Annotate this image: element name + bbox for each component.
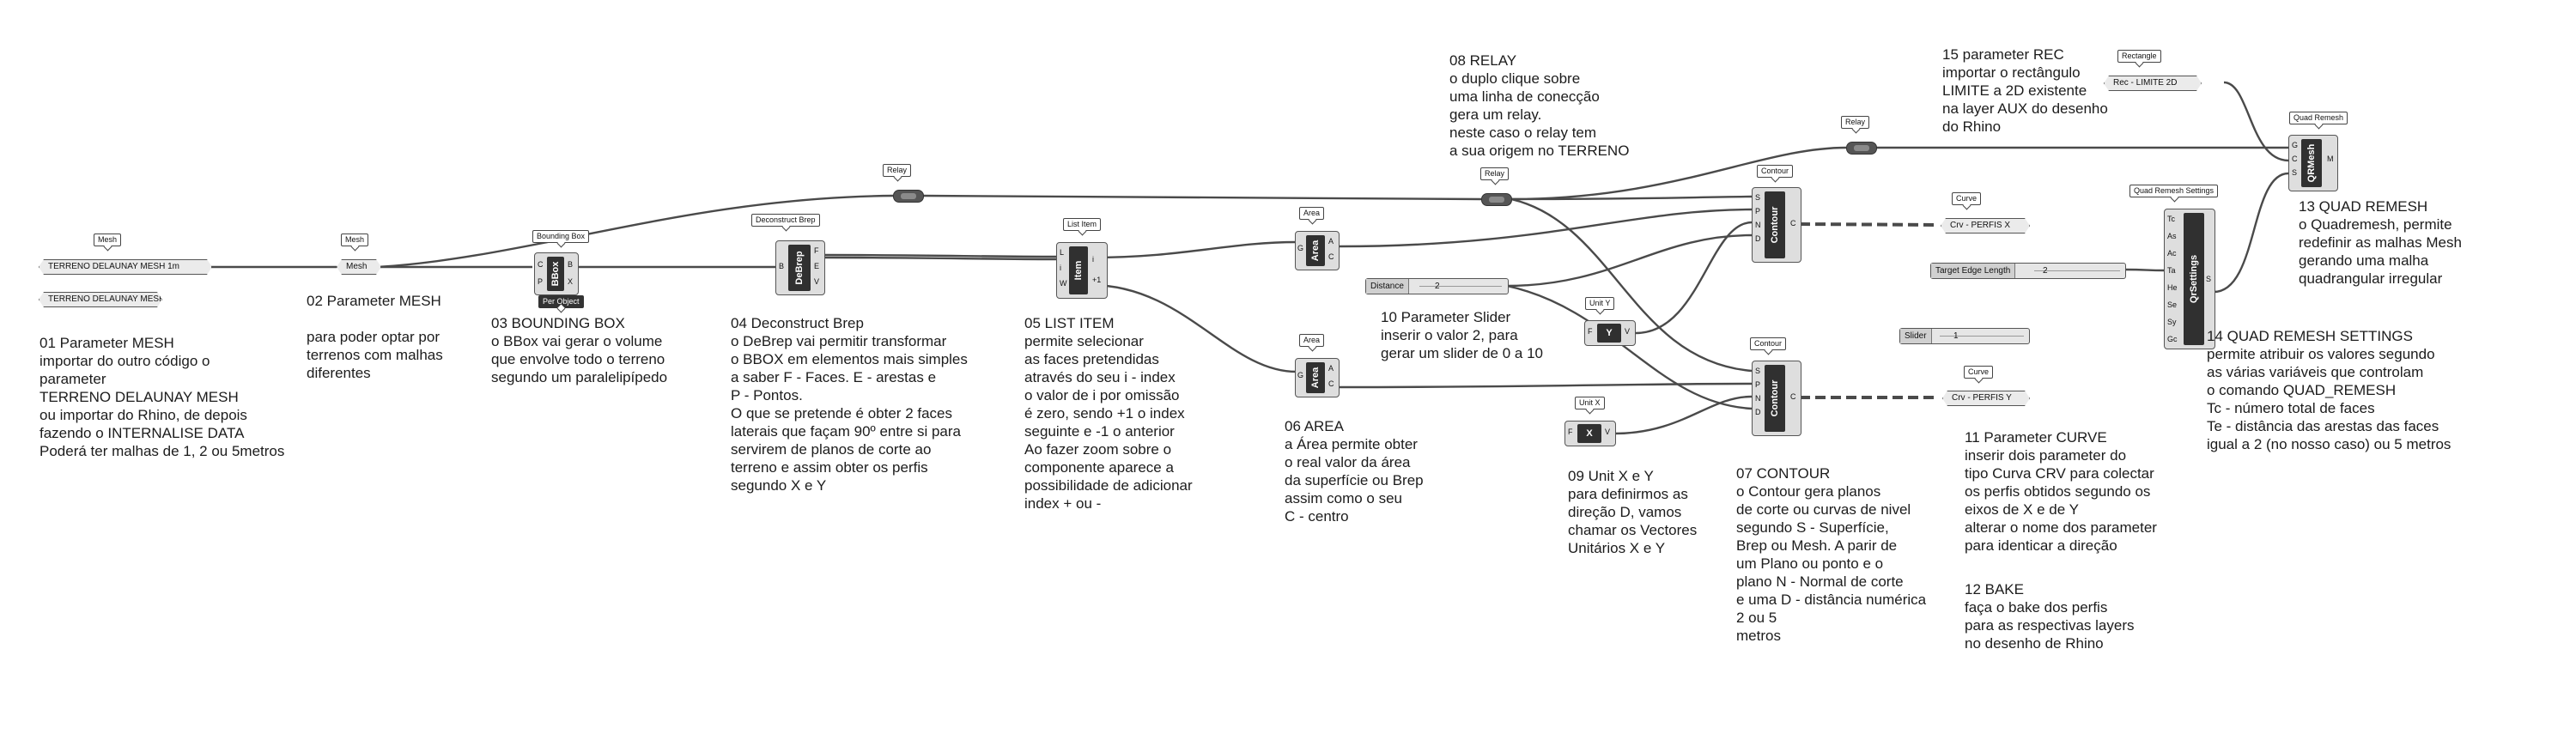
wire-distance-c2 (1506, 284, 1753, 410)
area-1-label: Area (1310, 240, 1321, 262)
note-04-deconstruct-brep: 04 Deconstruct Brep o DeBrep vai permiti… (731, 315, 968, 494)
rectangle-param-limite[interactable]: Rec - LIMITE 2D (2104, 76, 2202, 91)
area-2-label: Area (1310, 367, 1321, 389)
note-01-parameter-mesh: 01 Parameter MESH importar do outro códi… (39, 335, 285, 459)
tag-relay-1: Relay (883, 164, 912, 177)
quad-remesh-settings-component[interactable]: QrSettings Tc As Ac Ta He Se Sy Gc S (2164, 209, 2215, 349)
wire-settings-qr (2213, 172, 2289, 294)
note-06-area: 06 AREA a Área permite obter o real valo… (1285, 418, 1424, 525)
debrep-label: DeBrep (794, 251, 805, 285)
curve-param-perfis-x[interactable]: Crv - PERFIS X (1941, 218, 2030, 234)
wire-relay2-c2 (1510, 197, 1753, 373)
tag-relay-2: Relay (1480, 167, 1510, 180)
contour-component-2[interactable]: Contour S P N D C (1752, 361, 1801, 436)
wire-mesh-relay1 (377, 194, 894, 269)
contour-component-1[interactable]: Contour S P N D C (1752, 187, 1801, 263)
tag-unit-x: Unit X (1575, 397, 1605, 409)
tag-list-item: List Item (1063, 218, 1102, 231)
contour-2-label: Contour (1770, 379, 1780, 417)
item-label: Item (1073, 260, 1084, 281)
tag-deconstruct-brep: Deconstruct Brep (751, 214, 820, 227)
wire-debrep-item (823, 253, 1057, 258)
quad-remesh-component[interactable]: QRMesh G C S M (2288, 135, 2338, 191)
note-13-quad-remesh: 13 QUAD REMESH o Quadremesh, permite red… (2299, 198, 2462, 287)
qrsettings-label: QrSettings (2189, 254, 2199, 304)
area-component-2[interactable]: Area G A C (1295, 358, 1340, 397)
relay-1[interactable] (893, 190, 924, 203)
relay-2[interactable] (1481, 193, 1512, 206)
tag-contour-1: Contour (1757, 165, 1794, 178)
tag-curve-1: Curve (1952, 192, 1982, 205)
area-component-1[interactable]: Area G A C (1295, 231, 1340, 270)
wire-rec-qr (2223, 81, 2289, 162)
distance-slider-value: 2 (1435, 282, 1440, 291)
bbox-label: BBox (550, 261, 561, 287)
tag-contour-2: Contour (1750, 337, 1787, 350)
wire-debrep-item2 (823, 256, 1057, 261)
mesh-param[interactable]: Mesh (337, 259, 381, 275)
target-slider-label: Target Edge Length (1931, 264, 2016, 278)
wire-c1-crvx (1799, 222, 1940, 227)
tag-area-2: Area (1299, 334, 1325, 347)
wire-distance-c1 (1506, 234, 1753, 288)
unit-y-component[interactable]: Y F V (1584, 320, 1636, 346)
note-12-bake: 12 BAKE faça o bake dos perfis para as r… (1965, 581, 2135, 652)
bounding-box-component[interactable]: BBox C P B X (534, 252, 579, 295)
tag-mesh-2: Mesh (341, 234, 369, 246)
note-03-bounding-box: 03 BOUNDING BOX o BBox vai gerar o volum… (491, 315, 668, 385)
tag-quad-remesh-settings: Quad Remesh Settings (2129, 185, 2219, 197)
deconstruct-brep-component[interactable]: DeBrep B F E V (775, 240, 825, 295)
qrmesh-label: QRMesh (2306, 143, 2317, 183)
tag-rectangle: Rectangle (2117, 50, 2161, 63)
unit-x-label: X (1586, 428, 1593, 439)
relay-3[interactable] (1846, 142, 1877, 155)
note-07-contour: 07 CONTOUR o Contour gera planos de cort… (1736, 465, 1927, 644)
tag-curve-2: Curve (1964, 366, 1994, 379)
tag-mesh-1: Mesh (94, 234, 122, 246)
wire-unitx-c2 (1613, 395, 1753, 435)
generic-slider-label: Slider (1900, 329, 1932, 343)
target-edge-length-slider[interactable]: Target Edge Length 2 (1930, 263, 2126, 279)
tag-bounding-box: Bounding Box (532, 230, 590, 243)
generic-slider[interactable]: Slider 1 (1899, 328, 2030, 344)
tag-area-1: Area (1299, 207, 1325, 220)
tag-quad-remesh: Quad Remesh (2289, 112, 2348, 124)
wire-area1-c1 (1339, 208, 1753, 248)
mesh-param-terreno[interactable]: TERRENO DELAUNAY MESH (39, 292, 162, 307)
note-08-relay: 08 RELAY o duplo clique sobre uma linha … (1449, 52, 1630, 159)
tag-relay-3: Relay (1841, 116, 1870, 129)
tag-unit-y: Unit Y (1585, 297, 1615, 310)
contour-1-label: Contour (1770, 206, 1780, 244)
distance-slider-label: Distance (1366, 279, 1409, 294)
bbox-per-object-label: Per Object (538, 295, 584, 308)
generic-slider-value: 1 (1953, 331, 1959, 341)
wire-relay1-relay2 (922, 194, 1482, 201)
note-05-list-item: 05 LIST ITEM permite selecionar as faces… (1024, 315, 1193, 512)
note-10-parameter-slider: 10 Parameter Slider inserir o valor 2, p… (1381, 309, 1543, 361)
note-02-parameter-mesh: 02 Parameter MESH para poder optar por t… (307, 293, 443, 381)
list-item-component[interactable]: Item L i W i +1 (1056, 242, 1108, 299)
note-14-quad-remesh-settings: 14 QUAD REMESH SETTINGS permite atribuir… (2207, 328, 2451, 452)
wire-relay2-c1 (1510, 195, 1753, 201)
wire-relay2-relay3 (1510, 146, 1847, 201)
note-09-unit-x-y: 09 Unit X e Y para definirmos as direção… (1568, 468, 1698, 556)
wire-item-area2 (1090, 283, 1297, 373)
unit-x-component[interactable]: X F V (1564, 421, 1616, 446)
wire-item-area1 (1090, 240, 1297, 259)
wire-area2-c2 (1339, 382, 1753, 389)
distance-slider[interactable]: Distance 2 (1365, 278, 1509, 294)
note-11-parameter-curve: 11 Parameter CURVE inserir dois paramete… (1965, 429, 2157, 554)
wire-unity-c1 (1635, 221, 1753, 335)
target-slider-value: 2 (2043, 266, 2048, 276)
unit-y-label: Y (1606, 328, 1613, 338)
curve-param-perfis-y[interactable]: Crv - PERFIS Y (1942, 391, 2030, 406)
note-15-parameter-rec: 15 parameter REC importar o rectângulo L… (1942, 46, 2108, 135)
mesh-param-terreno-1m[interactable]: TERRENO DELAUNAY MESH 1m (39, 259, 212, 275)
